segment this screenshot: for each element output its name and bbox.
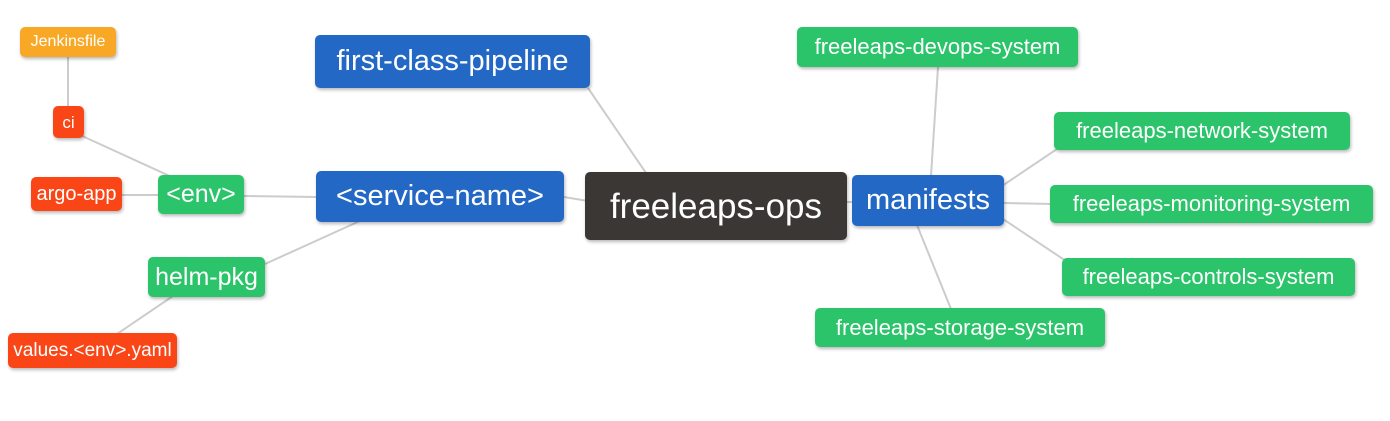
edge-manifests-controls (1002, 218, 1067, 262)
node-freeleaps-network-system[interactable]: freeleaps-network-system (1054, 112, 1350, 150)
node-freeleaps-controls-system[interactable]: freeleaps-controls-system (1062, 258, 1355, 296)
edge-servicename-freeleapsops (563, 196, 589, 202)
edge-env-servicename (243, 195, 317, 198)
node-ci[interactable]: ci (53, 106, 84, 138)
node-env[interactable]: <env> (158, 175, 244, 214)
node-jenkinsfile[interactable]: Jenkinsfile (20, 27, 116, 57)
node-freeleaps-monitoring-system[interactable]: freeleaps-monitoring-system (1050, 185, 1373, 223)
edge-values-helmpkg (116, 295, 174, 335)
edge-manifests-devops (930, 66, 939, 177)
node-freeleaps-ops-root[interactable]: freeleaps-ops (585, 172, 847, 240)
node-argo-app[interactable]: argo-app (31, 177, 122, 211)
node-service-name[interactable]: <service-name> (316, 171, 564, 222)
edge-manifests-network (1001, 146, 1061, 187)
node-freeleaps-storage-system[interactable]: freeleaps-storage-system (815, 308, 1105, 347)
edge-pipeline-freeleapsops (587, 87, 647, 174)
edge-helmpkg-servicename (264, 219, 363, 265)
node-values-env-yaml[interactable]: values.<env>.yaml (8, 333, 177, 368)
node-freeleaps-devops-system[interactable]: freeleaps-devops-system (797, 27, 1078, 67)
edge-manifests-monitoring (1002, 202, 1053, 205)
node-first-class-pipeline[interactable]: first-class-pipeline (315, 35, 590, 88)
node-manifests[interactable]: manifests (852, 175, 1004, 226)
node-helm-pkg[interactable]: helm-pkg (148, 257, 265, 297)
edge-manifests-storage (916, 224, 952, 310)
